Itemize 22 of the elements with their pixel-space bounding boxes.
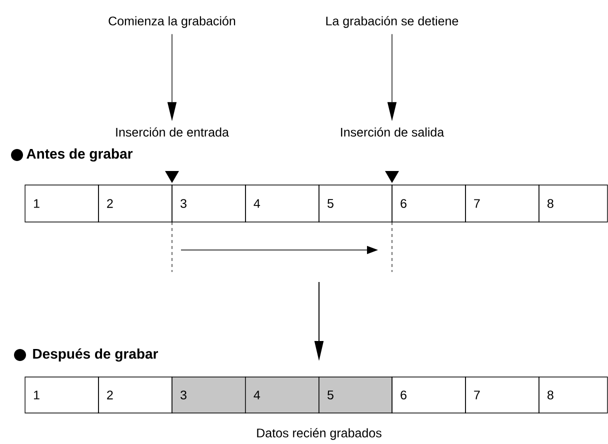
frame-cell: 5 xyxy=(318,376,392,414)
frame-cell: 6 xyxy=(392,376,466,414)
frame-cell: 8 xyxy=(538,376,608,414)
caption-text: Comienza la grabación xyxy=(108,16,236,28)
frame-cell: 6 xyxy=(392,184,466,222)
caption-text: Datos recién grabados xyxy=(257,428,382,440)
frame-cell: 5 xyxy=(318,184,392,222)
frame-cell: 4 xyxy=(245,376,320,414)
frame-cell: 3 xyxy=(172,376,246,414)
frame-cell: 1 xyxy=(24,376,99,414)
frame-cell: 2 xyxy=(98,184,172,222)
section-heading: Después de grabar xyxy=(33,348,158,362)
frame-cell: 4 xyxy=(245,184,320,222)
section-heading: Antes de grabar xyxy=(26,148,133,162)
frame-cell: 8 xyxy=(538,184,608,222)
caption-text: Inserción de salida xyxy=(341,127,444,137)
caption-text: La grabación se detiene xyxy=(326,16,458,28)
frame-cell: 3 xyxy=(172,184,246,222)
frame-cell: 1 xyxy=(24,184,99,222)
frame-cell: 7 xyxy=(465,376,540,414)
frame-cell: 7 xyxy=(465,184,540,222)
caption-text: Inserción de entrada xyxy=(116,127,229,137)
